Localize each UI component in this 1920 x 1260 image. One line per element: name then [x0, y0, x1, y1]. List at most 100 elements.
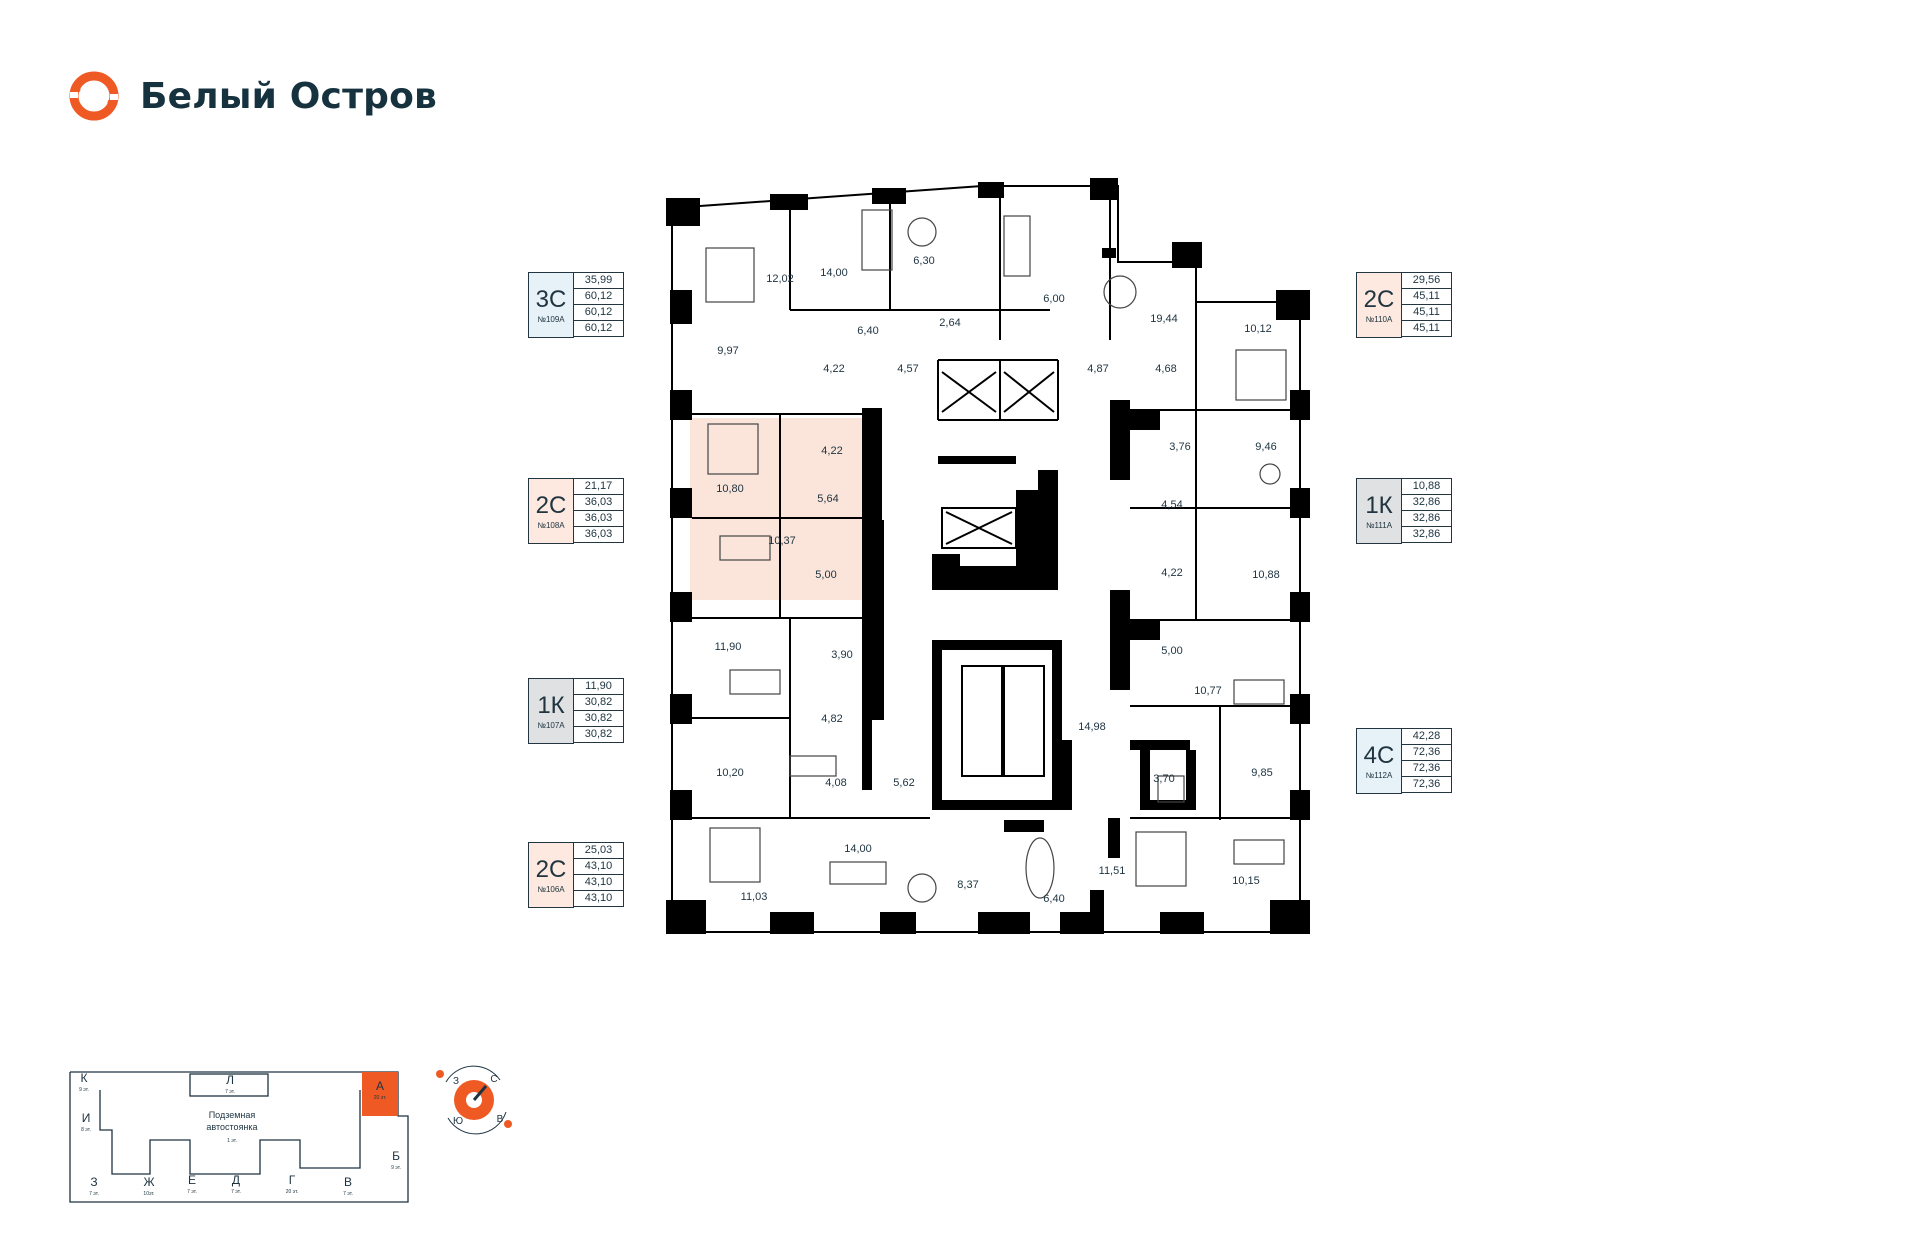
room-area-label: 9,97 [717, 345, 738, 357]
building-floors: 10эт. [143, 1191, 154, 1197]
room-area-label: 11,03 [741, 891, 768, 903]
building-floors: 7 эт. [89, 1191, 99, 1197]
room-area-label: 4,22 [1161, 567, 1182, 579]
room-area-label: 10,80 [716, 483, 744, 495]
bed-icon [709, 827, 761, 883]
room-area-label: 9,85 [1251, 767, 1272, 779]
apartment-area-value: 36,03 [574, 526, 624, 543]
building-label[interactable]: Г20 эт. [286, 1173, 299, 1195]
apartment-area-value: 43,10 [574, 890, 624, 907]
room-area-label: 14,00 [844, 843, 872, 855]
building-a[interactable] [362, 1072, 398, 1116]
table-icon [907, 217, 937, 247]
room-area-label: 10,37 [768, 535, 796, 547]
sofa-icon [1233, 679, 1285, 705]
room-area-label: 10,15 [1232, 875, 1260, 887]
building-label[interactable]: Д7 эт. [231, 1173, 241, 1195]
building-label[interactable]: И8 эт. [81, 1111, 91, 1133]
room-area-label: 4,87 [1087, 363, 1108, 375]
compass-south-label: Ю [453, 1116, 463, 1127]
room-area-label: 10,77 [1194, 685, 1222, 697]
compass-east-label: В [497, 1114, 504, 1125]
sofa-icon [829, 861, 887, 885]
room-area-label: 6,40 [857, 325, 878, 337]
room-area-label: 6,30 [913, 255, 934, 267]
apartment-number: №111А [1365, 520, 1393, 530]
brand-logo[interactable]: Белый Остров [66, 68, 437, 124]
building-floors: 7 эт. [231, 1189, 241, 1195]
building-label[interactable]: В7 эт. [343, 1175, 353, 1197]
apartment-area-value: 32,86 [1402, 526, 1452, 543]
room-area-label: 10,88 [1252, 569, 1280, 581]
apartment-type: 2С [535, 491, 567, 519]
room-area-label: 11,90 [715, 641, 742, 653]
building-letter: Б [392, 1149, 400, 1163]
unit-108a-highlight[interactable] [690, 418, 865, 600]
compass-west-label: З [453, 1076, 459, 1087]
building-floors: 9 эт. [391, 1165, 401, 1171]
building-l[interactable] [189, 1073, 269, 1097]
apartment-number: №106А [537, 884, 565, 894]
building-label[interactable]: З 7 эт. [89, 1175, 99, 1197]
building-label[interactable]: А20 эт. [374, 1079, 387, 1101]
apartment-type: 1К [537, 691, 565, 719]
building-letter: И [82, 1111, 91, 1125]
room-area-label: 14,98 [1078, 721, 1106, 733]
room-area-label: 5,64 [817, 493, 838, 505]
apartment-number: №110А [1365, 314, 1393, 324]
room-area-label: 4,57 [897, 363, 918, 375]
bed-icon [705, 247, 755, 303]
bed-icon [1235, 349, 1287, 401]
room-area-label: 10,12 [1244, 323, 1272, 335]
sun-icon [436, 1070, 444, 1078]
building-label[interactable]: Б 9 эт. [391, 1149, 401, 1171]
brand-name: Белый Остров [140, 75, 438, 117]
apartment-type: 2С [1363, 285, 1395, 313]
apartment-area-value: 45,11 [1402, 320, 1452, 337]
room-area-label: 14,00 [820, 267, 848, 279]
room-area-label: 11,51 [1099, 865, 1126, 877]
building-label[interactable]: К9 эт. [79, 1071, 89, 1093]
parking-label: автостоянка [206, 1122, 257, 1132]
room-area-label: 4,82 [821, 713, 842, 725]
room-area-label: 6,00 [1043, 293, 1064, 305]
room-area-label: 4,22 [823, 363, 844, 375]
room-area-label: 4,22 [821, 445, 842, 457]
room-area-label: 19,44 [1150, 313, 1178, 325]
room-area-label: 3,90 [831, 649, 852, 661]
apartment-type: 1К [1365, 491, 1393, 519]
table-icon [1103, 275, 1137, 309]
room-area-label: 5,62 [893, 777, 914, 789]
building-floors: 9 эт. [79, 1087, 89, 1093]
apartment-area-value: 30,82 [574, 726, 624, 743]
building-letter: Е [188, 1173, 196, 1187]
table-icon [1259, 463, 1281, 485]
sun-icon [504, 1120, 512, 1128]
apartment-number: №108А [537, 520, 565, 530]
building-label[interactable]: Е7 эт. [187, 1173, 197, 1195]
room-area-label: 4,54 [1161, 499, 1182, 511]
building-floors: 7 эт. [225, 1089, 235, 1095]
apartment-type: 4С [1363, 741, 1395, 769]
interior-walls [692, 186, 1300, 820]
building-letter: А [376, 1079, 384, 1093]
building-letter: З [90, 1175, 97, 1189]
apartment-area-value: 72,36 [1402, 776, 1452, 793]
apartment-number: №112А [1365, 770, 1393, 780]
sofa-icon [719, 535, 771, 561]
building-label[interactable]: Л7 эт. [225, 1073, 235, 1095]
sofa-icon [1233, 839, 1285, 865]
